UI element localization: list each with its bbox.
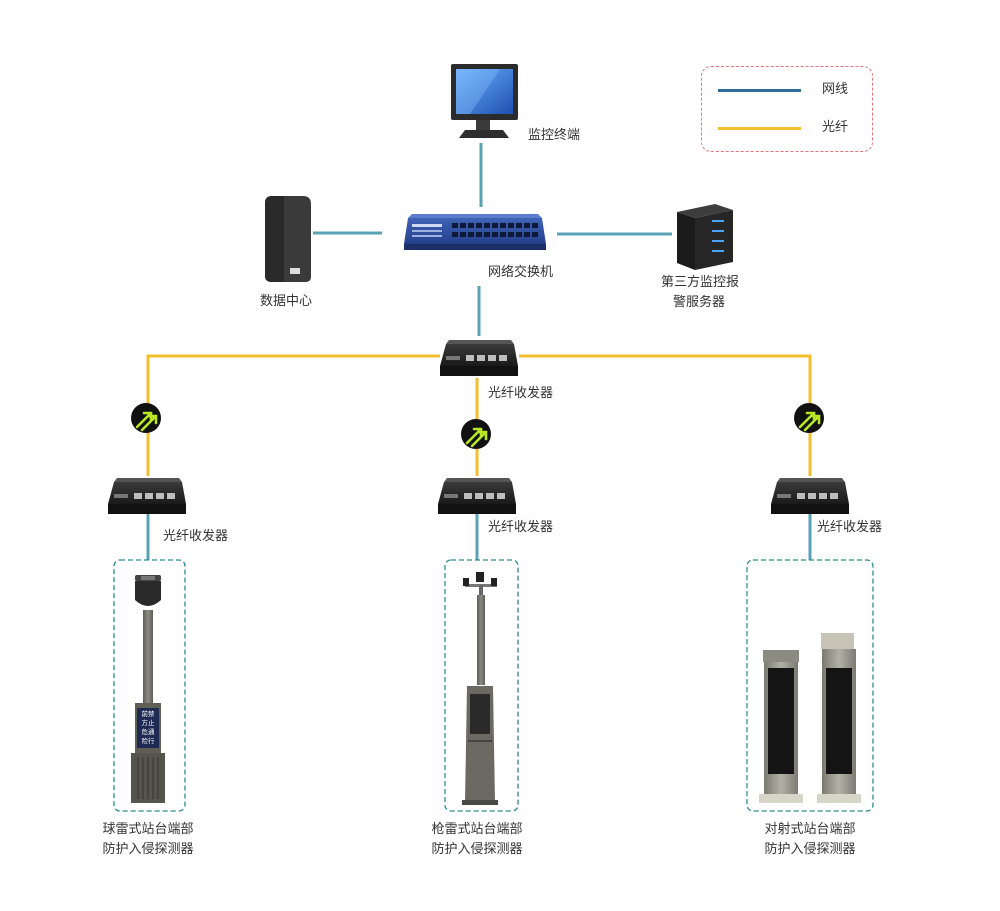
left-transceiver-label: 光纤收发器 (163, 529, 229, 544)
beam-detector-icon (759, 633, 861, 803)
left-transceiver-icon (108, 478, 186, 514)
dome-detector-label-line1: 球雷式站台端部 (102, 822, 194, 837)
detector-box-gun (444, 559, 519, 812)
network-switch-icon (404, 214, 546, 250)
fiber-right (519, 354, 812, 476)
right-transceiver-label: 光纤收发器 (817, 520, 883, 535)
fiber-connector-icon (131, 403, 161, 433)
data-center-label: 数据中心 (260, 294, 313, 309)
gun-radar-detector-icon (462, 572, 498, 805)
data-center-icon (265, 196, 311, 282)
gun-detector-label-line2: 防护入侵探测器 (431, 842, 523, 857)
legend-item-fiber: 光纤 (718, 119, 868, 137)
warning-sign: 前禁 方止 危通 险行 (137, 710, 159, 746)
legend: 网线 光纤 (701, 66, 873, 152)
warning-sign-line: 险行 (141, 737, 155, 745)
monitor-terminal-label: 监控终端 (528, 128, 581, 143)
gun-detector-label-line1: 枪雷式站台端部 (431, 822, 523, 837)
detector-box-beam (746, 559, 874, 812)
switch-label: 网络交换机 (488, 265, 554, 280)
monitor-icon (451, 64, 518, 138)
fiber-connector-icon (461, 419, 491, 449)
legend-label-network-cable: 网线 (822, 82, 849, 97)
legend-label-fiber: 光纤 (822, 120, 849, 135)
legend-item-network-cable: 网线 (718, 81, 868, 99)
warning-sign-line: 危通 (141, 728, 155, 736)
main-transceiver-label: 光纤收发器 (488, 386, 554, 401)
fiber-connector-icon (794, 403, 824, 433)
beam-detector-label-line2: 防护入侵探测器 (764, 842, 856, 857)
network-lines (146, 143, 812, 560)
beam-detector-label-line1: 对射式站台端部 (764, 822, 856, 837)
warning-sign-line: 前禁 (141, 710, 155, 718)
legend-swatch-fiber (718, 127, 801, 130)
mid-transceiver-icon (438, 478, 516, 514)
mid-transceiver-label: 光纤收发器 (488, 520, 554, 535)
dome-detector-label-line2: 防护入侵探测器 (102, 842, 194, 857)
main-transceiver-icon (440, 340, 518, 376)
server-label-line2: 警服务器 (673, 295, 726, 310)
warning-sign-line: 方止 (141, 719, 155, 727)
fiber-left (146, 354, 440, 476)
dome-radar-detector-icon (131, 575, 165, 803)
detector-box-dome (113, 559, 186, 812)
right-transceiver-icon (771, 478, 849, 514)
server-label-line1: 第三方监控报 (661, 275, 740, 290)
legend-swatch-network-cable (718, 89, 801, 92)
server-icon (677, 204, 733, 270)
